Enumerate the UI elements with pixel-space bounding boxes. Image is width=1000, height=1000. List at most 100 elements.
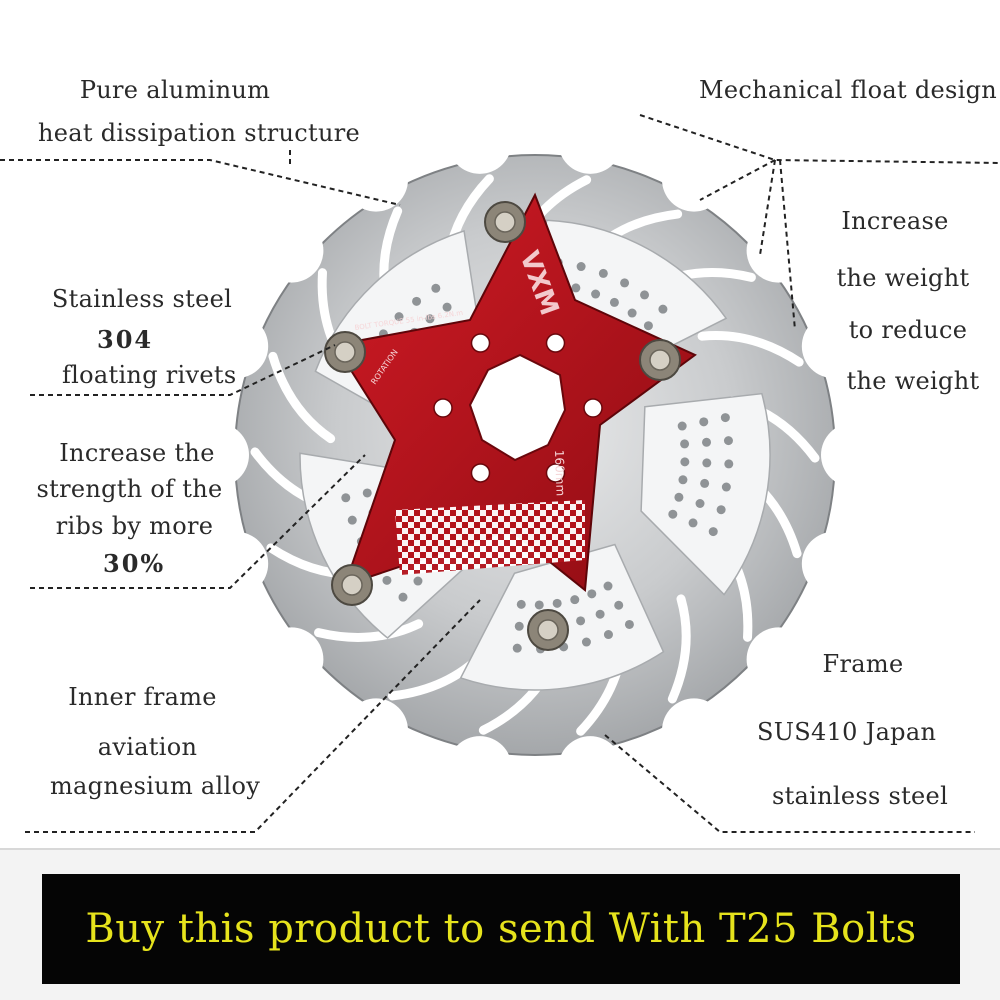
dimple — [581, 637, 591, 647]
rotor-scallop — [204, 531, 269, 596]
dimple — [708, 527, 718, 537]
carrier-bolt-hole — [583, 398, 603, 418]
dimple — [394, 312, 404, 322]
label-inner-line1: Inner frame — [68, 683, 217, 711]
dimple — [516, 599, 526, 609]
dimple — [591, 289, 601, 299]
rotor-scallop — [662, 698, 726, 763]
rotor-scallop — [746, 627, 811, 692]
label-rivets-line3: floating rivets — [62, 361, 237, 389]
label-weight-line3: to reduce — [848, 316, 968, 344]
brake-rotor-illustration: VXM BOLT TORQUE 55 in-lbs 6.2N.m ROTATIO… — [0, 109, 1000, 833]
dimple — [700, 478, 710, 488]
label-float: Mechanical float design — [699, 76, 998, 104]
dimple — [702, 458, 712, 468]
label-frame-line3: stainless steel — [771, 782, 949, 810]
carrier-bolt-hole — [470, 463, 491, 483]
dimple — [347, 515, 357, 525]
dimple — [413, 576, 423, 586]
rotor-scallop — [204, 314, 269, 379]
dimple — [609, 297, 619, 307]
dimple — [678, 475, 688, 485]
dimple — [362, 488, 372, 498]
label-ribs-line1: Increase the — [59, 439, 215, 467]
rotor-scallop — [801, 314, 866, 379]
label-weight-line4: the weight — [846, 367, 980, 395]
dimple — [677, 421, 687, 431]
dimple — [721, 482, 731, 492]
dimple — [552, 598, 562, 608]
rotor-scallop — [558, 736, 623, 801]
dimple — [603, 630, 613, 640]
dimple — [680, 457, 690, 467]
center-hub-hole — [468, 353, 567, 462]
rotor-scallop — [558, 109, 623, 174]
dimple — [699, 417, 709, 427]
carrier-bolt-hole — [433, 398, 453, 418]
dimple — [598, 268, 608, 278]
dimple — [576, 262, 586, 272]
dimple — [723, 436, 733, 446]
dimple — [534, 600, 544, 610]
dimple — [431, 283, 441, 293]
rotor-scallop — [447, 109, 512, 174]
rotor-scallop — [447, 736, 512, 801]
label-aluminum-line1: Pure aluminum — [79, 76, 271, 104]
dimple — [571, 283, 581, 293]
rotor-scallop — [801, 531, 866, 596]
label-ribs-line3: ribs by more — [55, 512, 214, 540]
rotor-scallop — [259, 218, 324, 283]
red-carrier: VXM BOLT TORQUE 55 in-lbs 6.2N.m ROTATIO… — [333, 192, 697, 592]
dimple — [643, 321, 653, 331]
dimple — [425, 314, 435, 324]
dimple — [382, 575, 392, 585]
label-frame-line2: SUS410 Japan — [757, 718, 937, 746]
dimple — [614, 600, 624, 610]
dimple — [512, 643, 522, 653]
dimple — [627, 308, 637, 318]
label-rivets-line1: Stainless steel — [51, 285, 233, 313]
rivet-center — [341, 574, 363, 596]
dimple — [668, 509, 678, 519]
promo-banner-text: Buy this product to send With T25 Bolts — [85, 906, 917, 952]
label-aluminum-line2: heat dissipation structure — [38, 119, 361, 147]
promo-banner: Buy this product to send With T25 Bolts — [42, 874, 960, 984]
aluminum-window — [640, 392, 771, 596]
rivet-center — [494, 211, 516, 233]
carrier-bolt-hole — [470, 333, 491, 353]
dimple — [603, 581, 613, 591]
rivet-center — [334, 341, 356, 363]
dimple — [724, 459, 734, 469]
rivet-center — [649, 349, 671, 371]
label-inner-line2: aviation — [97, 733, 198, 761]
rotor-scallop — [344, 147, 408, 212]
rotor-scallop — [821, 423, 885, 487]
rotor-slot — [268, 351, 336, 444]
rotor-slot — [697, 331, 804, 367]
dimple — [624, 619, 634, 629]
dimple — [587, 589, 597, 599]
rotor-scallop — [662, 147, 726, 212]
dimple — [570, 595, 580, 605]
dimple — [442, 302, 452, 312]
label-ribs-line2: strength of the — [36, 475, 223, 503]
rotor-scallop — [344, 698, 408, 763]
rotor-slot — [667, 594, 691, 704]
dimple — [620, 278, 630, 288]
dimple — [674, 492, 684, 502]
dimple — [688, 518, 698, 528]
label-rivets-line2: 304 — [97, 325, 154, 354]
label-inner-line3: magnesium alloy — [50, 772, 261, 800]
panel-divider — [0, 848, 1000, 850]
dimple — [695, 498, 705, 508]
rotor-size: 160mm — [552, 450, 568, 497]
carrier-bolt-hole — [545, 333, 566, 353]
dimple — [702, 437, 712, 447]
dimple — [514, 621, 524, 631]
label-weight-line1: Increase — [841, 207, 949, 235]
dimple — [595, 609, 605, 619]
dimple — [341, 493, 351, 503]
rotor-scallop — [259, 627, 324, 692]
floating-rivets — [324, 201, 681, 651]
carrier-bolt-hole — [545, 463, 566, 483]
